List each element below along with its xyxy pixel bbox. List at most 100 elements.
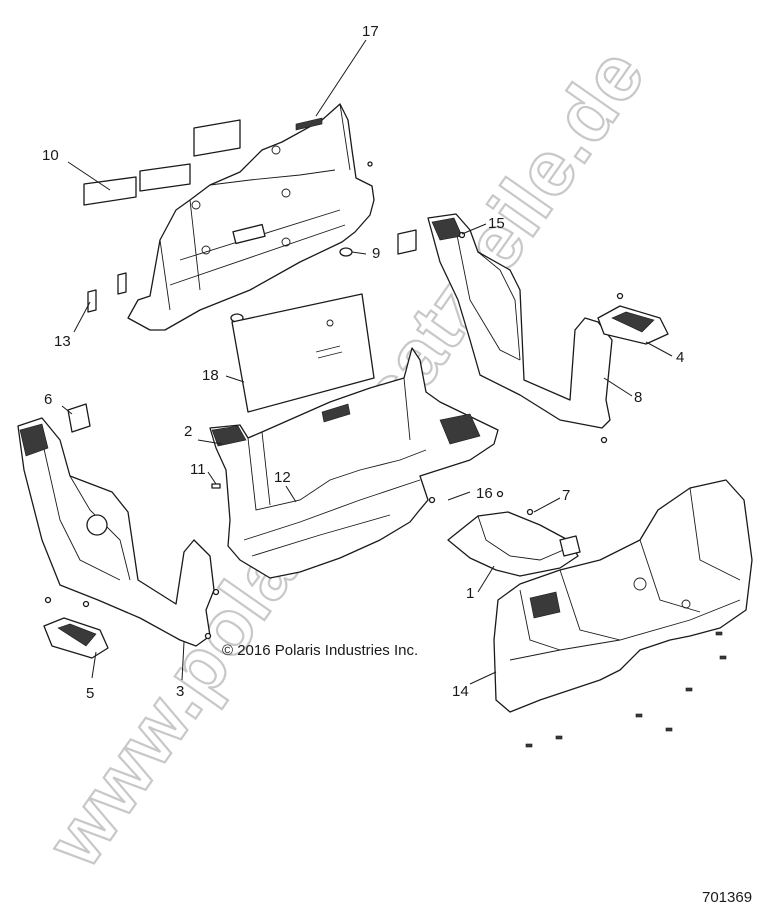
part-screw-11 — [211, 483, 221, 489]
callout-8: 8 — [634, 389, 642, 406]
left-panel-recess — [86, 514, 108, 536]
tunnel-cover-body — [447, 511, 579, 577]
document-number: 701369 — [702, 889, 752, 906]
callout-11: 11 — [190, 461, 206, 478]
part-rear-bulkhead-panel — [127, 103, 375, 331]
floor-panel-body — [209, 347, 499, 579]
leader-lines — [61, 39, 673, 685]
front-floor-contours — [519, 487, 741, 651]
part-front-floor-panel — [493, 479, 753, 748]
floor-panel-right-shade — [439, 413, 481, 445]
small-screw-top — [367, 161, 373, 167]
screw-16b — [428, 496, 436, 504]
left-panel-screw-2 — [204, 632, 212, 640]
part-left-footrest — [43, 596, 109, 659]
callout-10: 10 — [42, 147, 59, 164]
callout-2: 2 — [184, 423, 192, 440]
mount-hole-5 — [281, 237, 291, 247]
insulation-mat-label — [315, 345, 343, 359]
callout-12: 12 — [274, 469, 291, 486]
leader-15 — [461, 223, 487, 235]
mount-hole-4 — [201, 245, 211, 255]
callout-16: 16 — [476, 485, 493, 502]
callout-6: 6 — [44, 391, 52, 408]
leader-16 — [447, 491, 471, 501]
left-footrest-screw-2 — [82, 600, 90, 608]
leader-7 — [533, 497, 561, 513]
part-center-floor-panel — [209, 347, 499, 579]
screw-11-head — [211, 483, 221, 489]
leader-4 — [645, 341, 673, 357]
leader-3 — [181, 641, 185, 681]
leader-11 — [207, 471, 217, 485]
leader-2 — [197, 439, 223, 445]
part-right-side-panel — [427, 213, 613, 444]
callout-5: 5 — [86, 685, 94, 702]
leader-13 — [73, 301, 91, 333]
mount-hole-3 — [271, 145, 281, 155]
left-panel-screw — [212, 588, 220, 596]
leader-12 — [285, 485, 297, 503]
tunnel-cover-tab — [559, 535, 581, 557]
callout-18: 18 — [202, 367, 219, 384]
callout-17: 17 — [362, 23, 379, 40]
part-decal-set — [83, 119, 241, 295]
front-floor-fasteners — [525, 631, 727, 748]
callout-13: 13 — [54, 333, 71, 350]
bulkhead-handle-slot — [232, 223, 266, 245]
part-small-pad-6 — [67, 403, 91, 433]
floor-panel-corner-shade — [211, 425, 247, 447]
decal-strip-3 — [193, 119, 241, 157]
screw-16 — [496, 490, 504, 498]
right-panel-screw-lower — [600, 436, 608, 444]
insulation-mat-hole — [326, 319, 334, 327]
mount-hole-2 — [281, 188, 291, 198]
decal-strip-2 — [139, 163, 191, 192]
left-footrest-screw — [44, 596, 52, 604]
callout-15: 15 — [488, 215, 505, 232]
floor-panel-ribs — [243, 479, 421, 557]
leader-14 — [469, 671, 497, 685]
nut-body — [339, 247, 353, 257]
right-footrest-screw — [616, 292, 624, 300]
callout-7: 7 — [562, 487, 570, 504]
part-tunnel-cover — [428, 490, 581, 577]
bulkhead-top-shade — [295, 117, 323, 131]
right-footrest-tread — [611, 311, 655, 333]
decal-strip-4 — [117, 272, 127, 295]
part-decal-small — [87, 289, 97, 313]
leader-1 — [477, 565, 495, 593]
tunnel-cover-ridge — [477, 515, 569, 561]
leader-5 — [91, 651, 97, 679]
left-footrest-tread — [57, 623, 97, 647]
mount-hole-1 — [191, 200, 201, 210]
callout-1: 1 — [466, 585, 474, 602]
copyright-notice: © 2016 Polaris Industries Inc. — [222, 642, 418, 659]
callout-14: 14 — [452, 683, 469, 700]
leader-8 — [603, 377, 633, 397]
right-panel-body — [427, 213, 613, 429]
front-floor-hole-2 — [681, 599, 691, 609]
bulkhead-ribs — [159, 103, 351, 311]
front-floor-edge — [509, 599, 741, 661]
bulkhead-body — [127, 103, 375, 331]
part-small-pad-15 — [397, 229, 417, 255]
leader-17 — [315, 39, 367, 117]
front-floor-pocket — [529, 591, 561, 619]
part-right-footrest — [597, 292, 669, 345]
left-panel-body — [17, 417, 215, 647]
front-floor-hole — [633, 577, 647, 591]
leader-18 — [225, 375, 245, 383]
callouts: 17 10 15 9 13 4 18 8 6 2 11 12 16 7 1 5 … — [42, 23, 684, 702]
right-panel-contours — [455, 229, 521, 361]
part-left-side-panel — [17, 417, 220, 647]
callout-9: 9 — [372, 245, 380, 262]
leader-9 — [351, 251, 367, 255]
leader-6 — [61, 405, 73, 415]
callout-4: 4 — [676, 349, 684, 366]
floor-panel-vent — [321, 403, 351, 423]
left-panel-vent — [19, 423, 49, 457]
callout-3: 3 — [176, 683, 184, 700]
floor-panel-walls — [247, 377, 427, 511]
